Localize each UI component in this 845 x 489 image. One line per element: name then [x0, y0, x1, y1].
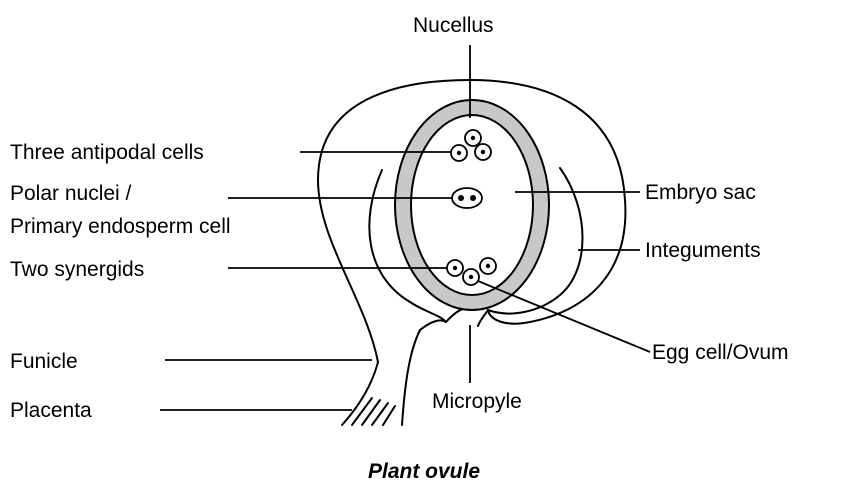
- label-polar-line2: Primary endosperm cell: [10, 215, 231, 238]
- label-synergids: Two synergids: [10, 258, 144, 281]
- caption: Plant ovule: [368, 460, 480, 483]
- polar-nuclei: [452, 188, 482, 208]
- label-nucellus: Nucellus: [413, 14, 494, 37]
- micropyle-wall-right: [478, 310, 488, 326]
- label-funicle: Funicle: [10, 350, 78, 373]
- label-antipodal: Three antipodal cells: [10, 141, 204, 164]
- label-placenta: Placenta: [10, 399, 92, 422]
- label-micropyle: Micropyle: [432, 390, 522, 413]
- label-egg-cell: Egg cell/Ovum: [652, 341, 789, 364]
- funicle-stalk-right: [402, 330, 420, 425]
- label-embryo-sac: Embryo sac: [645, 181, 756, 204]
- label-integuments: Integuments: [645, 239, 761, 262]
- label-polar-line1: Polar nuclei /: [10, 182, 132, 205]
- placenta-strokes: [352, 398, 395, 425]
- funicle-connector: [420, 320, 446, 330]
